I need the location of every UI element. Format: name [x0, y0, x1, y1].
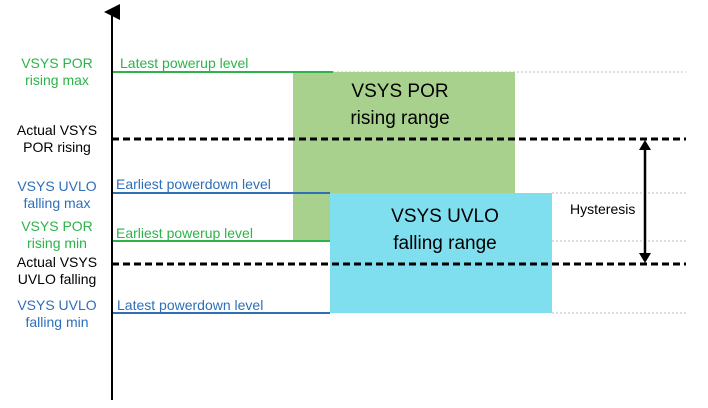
hysteresis-arrow-head-bottom: [639, 253, 651, 263]
label-latest-powerdown: Latest powerdown level: [117, 297, 264, 313]
label-actual-por-rising: Actual VSYS POR rising: [16, 122, 98, 155]
label-por-rising-min: VSYS POR rising min: [21, 218, 93, 251]
label-hysteresis: Hysteresis: [570, 201, 636, 217]
uvlo-falling-range-box: [330, 193, 552, 313]
label-por-rising-range: VSYS POR rising range: [350, 81, 450, 129]
label-latest-powerup: Latest powerup level: [120, 55, 249, 71]
hysteresis-arrow-head-top: [639, 140, 651, 150]
label-actual-uvlo-falling: Actual VSYS UVLO falling: [16, 254, 98, 287]
label-por-rising-max: VSYS POR rising max: [21, 55, 93, 88]
label-uvlo-falling-range: VSYS UVLO falling range: [391, 206, 499, 254]
label-earliest-powerdown: Earliest powerdown level: [116, 176, 271, 192]
label-uvlo-falling-max: VSYS UVLO falling max: [17, 178, 97, 211]
label-earliest-powerup: Earliest powerup level: [116, 225, 253, 241]
label-uvlo-falling-min: VSYS UVLO falling min: [17, 297, 97, 330]
